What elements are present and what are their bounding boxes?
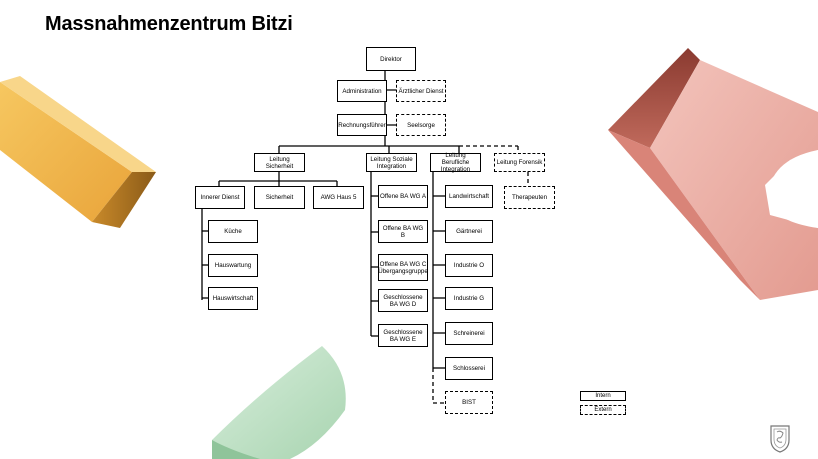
node-kitchen: Küche <box>208 220 258 243</box>
node-industry-o: Industrie O <box>445 254 493 277</box>
node-group-a: Offene BA WG A <box>378 185 428 208</box>
node-administration: Administration <box>337 80 387 102</box>
orange-bar-shape <box>0 76 156 228</box>
node-work-integration-lead: Leitung Berufliche Integration <box>430 152 481 173</box>
node-chaplaincy: Seelsorge <box>396 114 446 136</box>
node-gardening: Gärtnerei <box>445 220 493 243</box>
node-inner-service: Innerer Dienst <box>195 186 245 209</box>
node-industry-g: Industrie G <box>445 287 493 310</box>
node-group-b: Offene BA WG B <box>378 220 428 243</box>
node-social-integration-lead: Leitung Soziale Integration <box>366 153 417 172</box>
green-half-disc-shape <box>212 346 346 459</box>
node-group-c: Offene BA WG C Übergangsgruppe <box>378 254 428 281</box>
node-security: Sicherheit <box>254 186 305 209</box>
node-carpentry: Schreinerei <box>445 322 493 345</box>
node-director: Direktor <box>366 47 416 71</box>
node-bist: BIST <box>445 391 493 414</box>
node-awg-house: AWG Haus 5 <box>313 186 364 209</box>
node-metalwork: Schlosserei <box>445 357 493 380</box>
node-security-lead: Leitung Sicherheit <box>254 153 305 172</box>
node-maintenance: Hauswartung <box>208 254 258 277</box>
node-forensic-lead: Leitung Forensik <box>494 153 545 172</box>
node-therapists: Therapeuten <box>504 186 555 209</box>
legend-external: Extern <box>580 405 626 415</box>
node-accountant: Rechnungsführer <box>337 114 387 136</box>
node-group-e: Geschlossene BA WG E <box>378 324 428 347</box>
node-housekeeping: Hauswirtschaft <box>208 287 258 310</box>
node-group-d: Geschlossene BA WG D <box>378 289 428 312</box>
node-agriculture: Landwirtschaft <box>445 185 493 208</box>
legend-internal: Intern <box>580 391 626 401</box>
canton-crest-icon <box>770 425 790 453</box>
page-title: Massnahmenzentrum Bitzi <box>45 13 293 35</box>
pink-c-shape <box>608 48 818 300</box>
node-medical-service: Ärztlicher Dienst <box>396 80 446 102</box>
